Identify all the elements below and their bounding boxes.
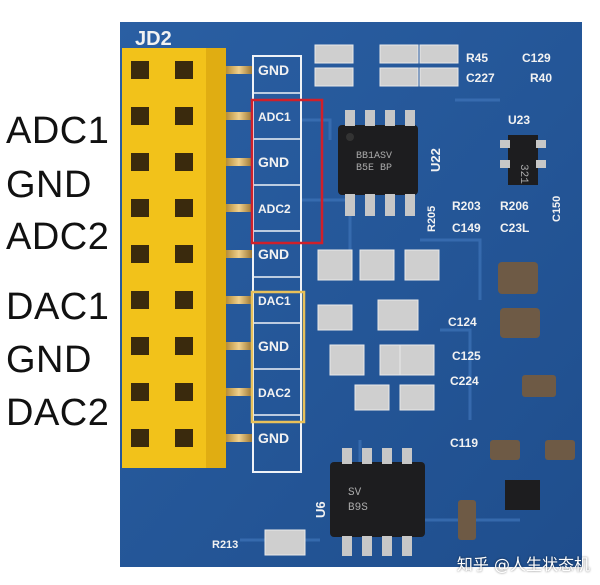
svg-text:B9S: B9S [348,502,368,514]
side-label-dac2: DAC2 [6,392,110,434]
label-u22: U22 [428,148,443,172]
header-pin [226,66,252,74]
svg-text:R206: R206 [500,199,529,213]
side-label-adc2: ADC2 [6,216,110,258]
dac-highlight-box [250,290,306,424]
header-hole [131,245,149,263]
header-hole [175,107,193,125]
svg-text:R40: R40 [530,71,552,85]
header-hole [175,383,193,401]
svg-text:C150: C150 [551,196,563,222]
header-hole [175,291,193,309]
header-pin [226,204,252,212]
header-hole [175,199,193,217]
header-pins [226,66,252,442]
svg-text:U23: U23 [508,113,530,127]
svg-text:C149: C149 [452,221,481,235]
silk-pin-label: GND [258,430,289,446]
header-label: JD2 [135,28,172,50]
smd-caps-brown [458,262,575,540]
header-hole [131,429,149,447]
chip-u22: BB1ASV B5E BP [338,110,418,216]
side-label-gnd-2: GND [6,339,92,381]
silk-pin-label: DAC1 [258,294,291,308]
smd-components [264,44,459,556]
chip-u6: SV B9S [330,448,425,556]
silk-pin-label: ADC1 [258,110,291,124]
svg-text:C125: C125 [452,349,481,363]
header-pin [226,388,252,396]
watermark: 知乎 @人生状态机 [456,555,590,574]
svg-text:BB1ASV: BB1ASV [356,151,392,162]
header-pin [226,342,252,350]
svg-text:C227: C227 [466,71,495,85]
silk-pin-label: ADC2 [258,202,291,216]
svg-text:R205: R205 [426,206,438,232]
svg-text:SV: SV [348,487,362,499]
chip-u23: 321 [500,135,546,185]
svg-text:C129: C129 [522,51,551,65]
svg-text:C124: C124 [448,315,477,329]
silk-pin-label: DAC2 [258,386,291,400]
header-hole [175,245,193,263]
component-labels: R45 C129 C227 R40 U23 R205 R203 R206 C15… [212,51,563,551]
svg-text:C23L: C23L [500,221,529,235]
svg-text:R203: R203 [452,199,481,213]
svg-text:R45: R45 [466,51,488,65]
header-pin [226,434,252,442]
side-label-dac1: DAC1 [6,286,110,328]
header-holes [131,61,193,447]
u23-marking: 321 [517,164,529,184]
silk-pin-label: GND [258,246,289,262]
header-hole [131,153,149,171]
header-pin [226,296,252,304]
header-pin [226,158,252,166]
header-hole [131,61,149,79]
svg-text:B5E BP: B5E BP [356,163,392,174]
silk-pin-label: GND [258,154,289,170]
header-pin [226,112,252,120]
header-hole [175,429,193,447]
header-hole [175,153,193,171]
header-hole [131,107,149,125]
side-label-gnd-1: GND [6,164,92,206]
svg-text:R213: R213 [212,539,238,551]
header-hole [131,383,149,401]
side-label-adc1: ADC1 [6,110,110,152]
header-pin [226,250,252,258]
silk-pin-label: GND [258,338,289,354]
adc-highlight-box [250,98,324,245]
svg-text:C224: C224 [450,374,479,388]
header-hole [131,337,149,355]
silk-column [252,55,302,473]
pin-header-edge [206,48,226,468]
header-hole [175,337,193,355]
header-hole [131,291,149,309]
label-u6: U6 [313,501,328,518]
sot-bottom-right [505,480,540,510]
header-hole [131,199,149,217]
silk-pin-label: GND [258,62,289,78]
header-hole [175,61,193,79]
svg-text:C119: C119 [450,436,478,450]
